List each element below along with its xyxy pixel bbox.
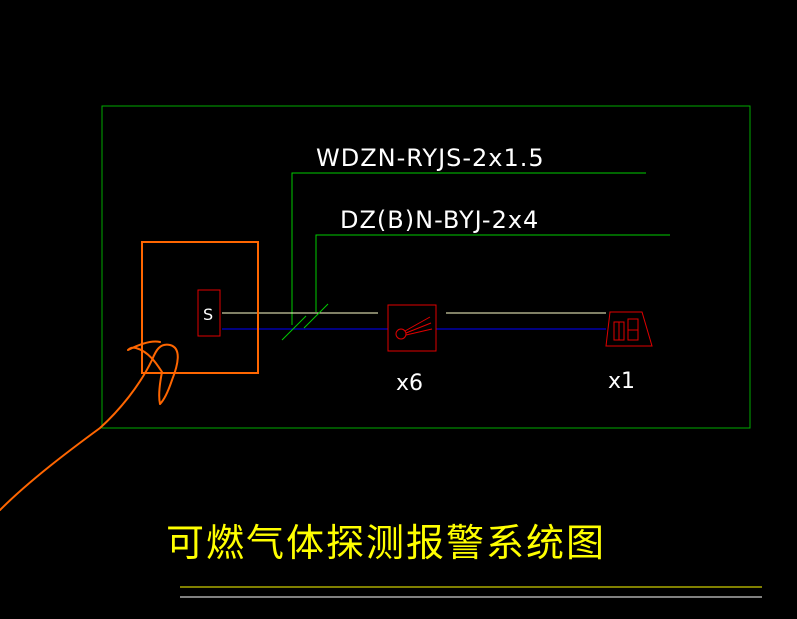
alarm-device-quantity: x1	[608, 369, 635, 394]
drawing-frame	[101, 105, 751, 429]
annotation-box	[141, 241, 259, 374]
gas-detector-quantity: x6	[396, 371, 423, 396]
switch-box-label: S	[203, 305, 213, 324]
annotation-pointer	[0, 340, 179, 511]
alarm-device-icon	[605, 311, 653, 347]
diagram-title: 可燃气体探测报警系统图	[166, 521, 606, 565]
cable-tick-1	[281, 315, 307, 341]
cable-tick-2	[303, 303, 329, 329]
gas-detector-icon	[387, 304, 437, 352]
cable-leader-2	[315, 234, 670, 312]
cable-label-2: DZ(B)N-BYJ-2x4	[340, 206, 539, 234]
cable-label-1: WDZN-RYJS-2x1.5	[316, 144, 545, 172]
cable-leader-1	[291, 172, 646, 325]
switch-box-symbol	[197, 289, 221, 337]
